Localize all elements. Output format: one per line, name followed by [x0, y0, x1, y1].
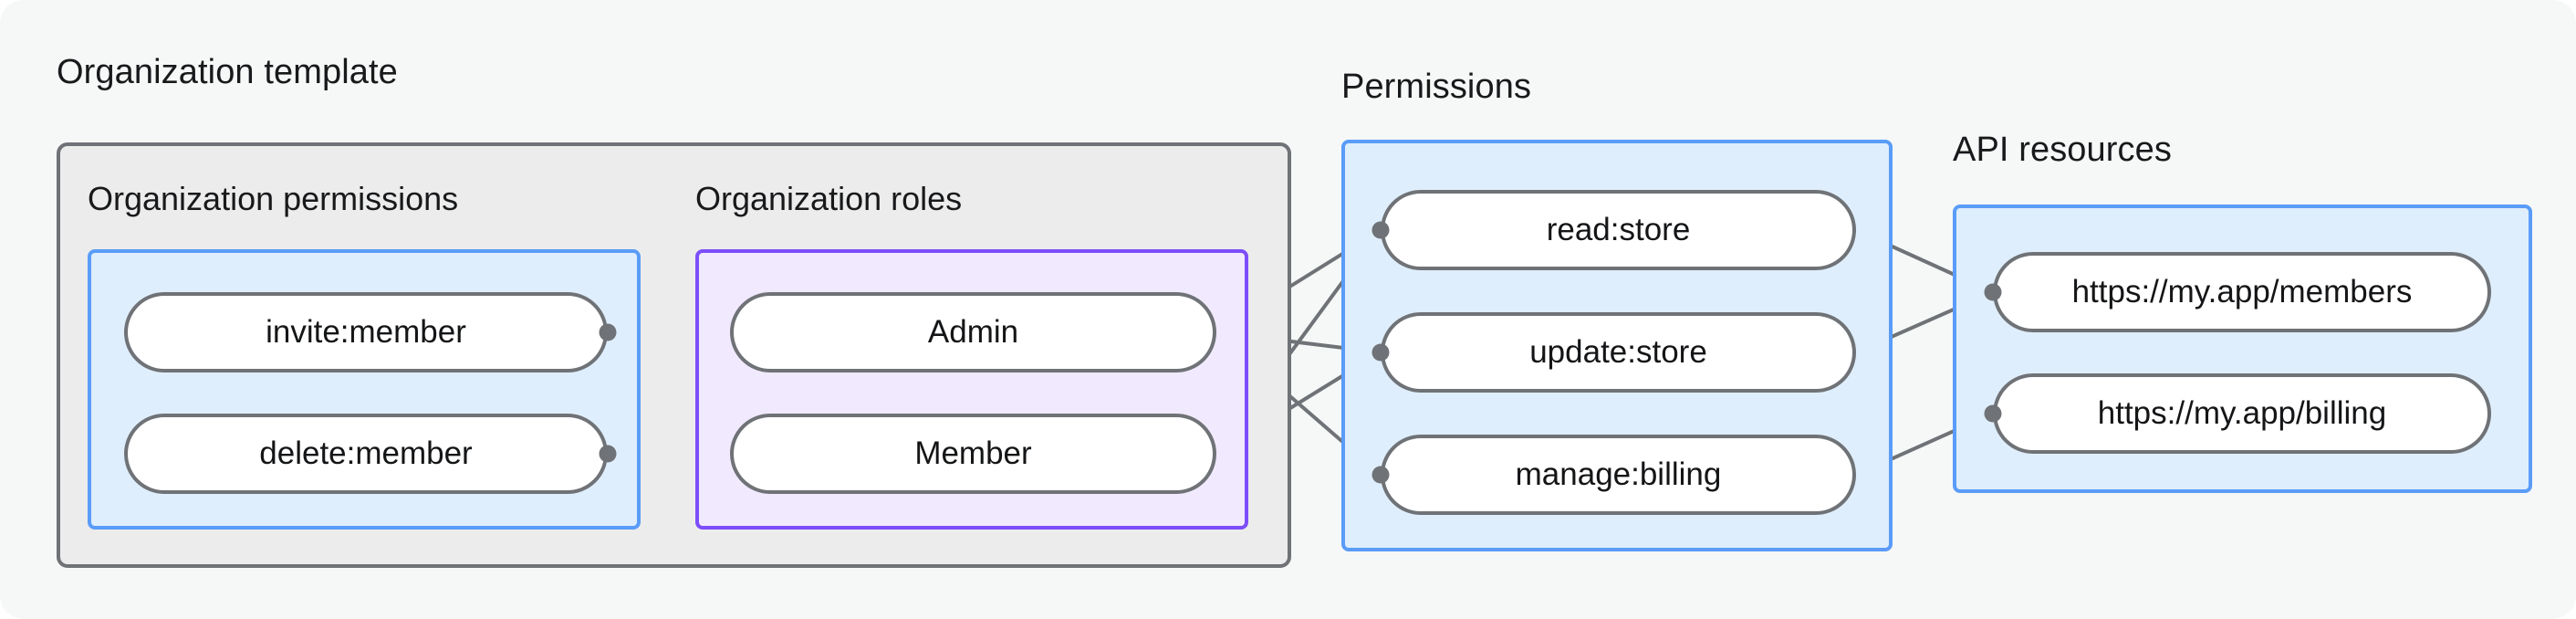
endpoint-dot-read-store-left — [1371, 221, 1390, 239]
node-delete-member[interactable]: delete:member — [124, 414, 608, 494]
endpoint-dot-update-store-left — [1371, 343, 1390, 362]
node-label: update:store — [1529, 334, 1707, 370]
node-label: delete:member — [259, 435, 473, 471]
node-label: https://my.app/billing — [2097, 395, 2387, 431]
node-label: https://my.app/members — [2071, 274, 2413, 310]
subgroup-title-organization-roles: Organization roles — [695, 180, 963, 217]
node-label: read:store — [1546, 212, 1691, 247]
node-billing-url[interactable]: https://my.app/billing — [1993, 373, 2491, 454]
endpoint-dot-delete-member — [599, 445, 617, 463]
node-label: manage:billing — [1515, 456, 1722, 492]
node-label: invite:member — [266, 314, 466, 350]
node-label: Admin — [927, 314, 1019, 350]
endpoint-dot-members-url — [1984, 283, 2002, 301]
node-update-store[interactable]: update:store — [1381, 312, 1856, 393]
node-label: Member — [914, 435, 1032, 471]
node-read-store[interactable]: read:store — [1381, 190, 1856, 270]
endpoint-dot-billing-url — [1984, 404, 2002, 423]
node-manage-billing[interactable]: manage:billing — [1381, 435, 1856, 515]
endpoint-dot-manage-billing-left — [1371, 466, 1390, 484]
node-members-url[interactable]: https://my.app/members — [1993, 252, 2491, 332]
subgroup-title-organization-permissions: Organization permissions — [88, 180, 459, 217]
node-admin[interactable]: Admin — [730, 292, 1216, 372]
node-member[interactable]: Member — [730, 414, 1216, 494]
group-title-api-resources: API resources — [1953, 131, 2172, 169]
endpoint-dot-invite-member — [599, 323, 617, 341]
group-title-permissions: Permissions — [1341, 68, 1532, 106]
node-invite-member[interactable]: invite:member — [124, 292, 608, 372]
group-title-organization-template: Organization template — [57, 53, 398, 91]
